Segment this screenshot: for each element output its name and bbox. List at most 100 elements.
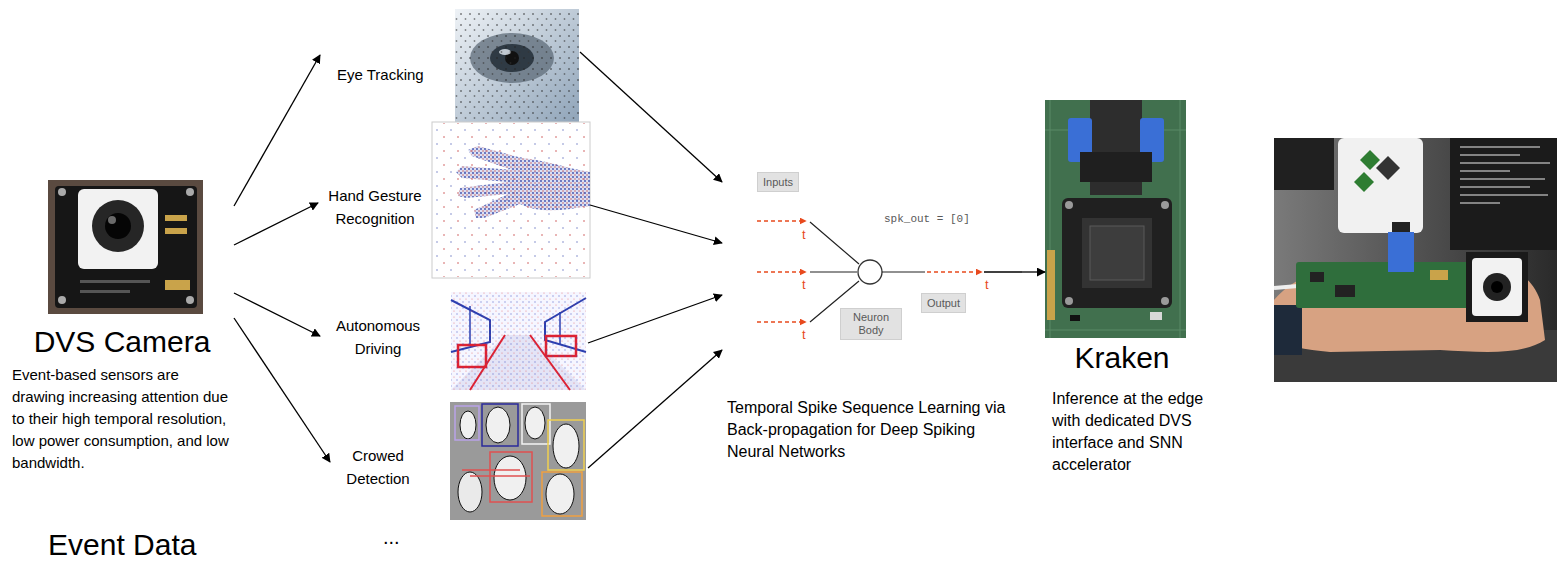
kraken-board-photo <box>1080 152 1152 182</box>
dvs-camera-photo <box>165 280 190 290</box>
node-title: Autonomous Driving <box>328 314 428 360</box>
node-description: Event-based sensors are drawing increasi… <box>12 364 234 474</box>
node-title: DVS Camera <box>10 324 234 360</box>
dvs-camera-photo <box>55 186 197 308</box>
demo-photo <box>1460 154 1520 156</box>
demo-photo <box>1460 186 1530 188</box>
demo-photo <box>1296 262 1474 308</box>
node-title: Inputs <box>763 175 793 189</box>
demo-photo <box>1460 162 1550 164</box>
crowd-detection-image <box>548 420 584 470</box>
demo-photo <box>1472 258 1522 316</box>
node-description: Inference at the edge with dedicated DVS… <box>1052 388 1230 476</box>
kraken-board-photo <box>1161 297 1169 305</box>
tag-box: Neuron Body <box>840 308 902 340</box>
hand-gesture-image <box>456 146 590 218</box>
dvs-camera-photo <box>80 290 130 293</box>
hand-gesture-image <box>433 123 589 277</box>
kraken-board-photo <box>1047 250 1055 320</box>
demo-photo <box>1310 272 1324 282</box>
sensor-node: DVS CameraEvent-based sensors are drawin… <box>10 178 234 500</box>
node-title: Hand Gesture Recognition <box>325 184 425 230</box>
demo-photo <box>1274 138 1557 382</box>
tag-box: Inputs <box>757 172 799 192</box>
crowd-detection-image <box>490 452 532 502</box>
demo-photo <box>1338 138 1423 233</box>
node-title: Crowed Detection <box>338 444 418 490</box>
kraken-board-photo <box>1045 100 1186 338</box>
autonomous-driving-image <box>451 292 586 390</box>
flow-arrow <box>234 293 320 336</box>
snn-node: Temporal Spike Sequence Learning via Bac… <box>722 165 1022 470</box>
demo-photo <box>1354 172 1374 192</box>
spiking-neuron-figure <box>882 271 925 272</box>
spiking-neuron-figure <box>757 220 806 222</box>
demo-photo <box>1460 170 1510 172</box>
spiking-neuron-figure <box>757 271 806 273</box>
node-title: Output <box>927 296 960 310</box>
dvs-camera-photo <box>108 216 116 224</box>
crowd-detection-image <box>542 472 582 516</box>
code-note: spk_out = [0] <box>884 212 970 226</box>
dvs-camera-photo <box>105 213 131 239</box>
spiking-neuron-figure <box>858 260 882 284</box>
application-node: Hand Gesture Recognition <box>318 122 590 278</box>
dvs-camera-photo <box>80 280 150 283</box>
kraken-board-photo <box>1161 201 1169 209</box>
dvs-camera-photo <box>58 188 66 196</box>
dvs-camera-photo <box>165 215 187 221</box>
demo-photo <box>1466 252 1528 322</box>
time-axis-mark: t <box>802 327 806 342</box>
demo-photo <box>1274 138 1557 382</box>
kraken-board-photo <box>1065 201 1073 209</box>
spiking-neuron-figure <box>810 222 859 322</box>
spiking-neuron-figure <box>927 271 982 273</box>
spiking-neuron-figure <box>984 271 1022 272</box>
application-node: Eye Tracking <box>320 8 580 122</box>
flow-arrow <box>234 55 320 206</box>
flow-arrow <box>234 203 318 245</box>
flow-arrow <box>1022 271 1045 272</box>
flow-arrow <box>588 295 722 343</box>
eye-tracking-image <box>455 9 579 126</box>
crowd-detection-image <box>450 402 586 520</box>
demo-photo <box>1430 270 1448 280</box>
autonomous-driving-image <box>451 292 586 390</box>
flow-arrow <box>590 205 722 243</box>
crowd-detection-image <box>525 407 545 439</box>
crowd-detection-image <box>482 404 518 446</box>
dvs-camera-photo <box>58 296 66 304</box>
demo-photo <box>1491 281 1503 293</box>
kraken-board-photo <box>1090 226 1144 280</box>
tag-box: Output <box>921 293 966 313</box>
spiking-neuron-figure <box>757 321 806 323</box>
demo-photo <box>1460 202 1500 204</box>
crowd-detection-image <box>494 456 526 500</box>
node-title: Kraken <box>1045 340 1199 376</box>
flow-arrow <box>580 52 722 182</box>
time-axis-mark: t <box>802 277 806 292</box>
demo-photo <box>1460 146 1540 148</box>
demo-photo <box>1335 285 1355 297</box>
crowd-detection-image <box>522 404 550 444</box>
time-axis-mark: t <box>985 277 989 292</box>
node-title: Neuron Body <box>846 311 896 337</box>
crowd-detection-image <box>455 406 479 440</box>
section-heading: Event Data <box>48 528 196 562</box>
node-title: Temporal Spike Sequence Learning via Bac… <box>727 397 1022 463</box>
demo-photo <box>1460 178 1545 180</box>
dvs-camera-photo <box>48 180 203 314</box>
application-node: Autonomous Driving <box>320 290 588 392</box>
kraken-board-photo <box>1150 312 1162 320</box>
demo-photo <box>1274 138 1334 190</box>
eye-tracking-image <box>455 9 579 126</box>
demo-photo <box>1388 232 1414 272</box>
crowd-detection-image <box>486 407 510 443</box>
demo-photo <box>1376 156 1400 180</box>
hand-gesture-image <box>456 146 590 218</box>
kraken-board-photo <box>1062 198 1172 308</box>
time-axis-mark: t <box>802 227 806 242</box>
hardware-node: KrakenInference at the edge with dedicat… <box>1045 100 1230 480</box>
